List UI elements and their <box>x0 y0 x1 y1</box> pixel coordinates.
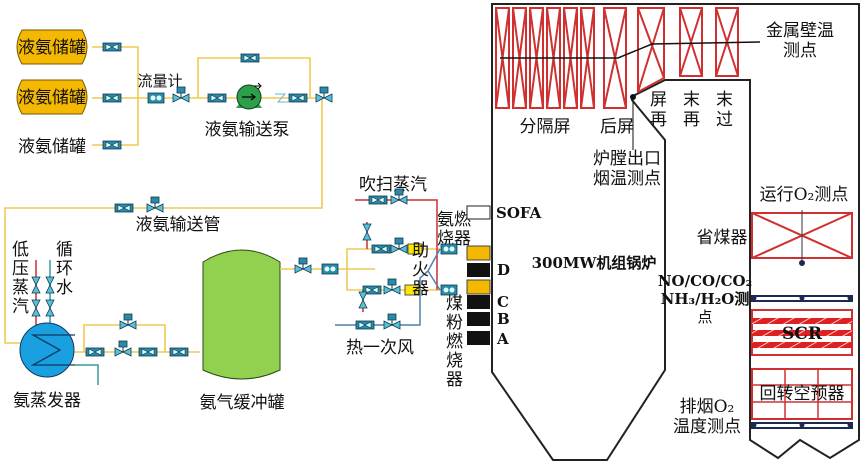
water-lines <box>49 260 99 385</box>
panel-reheater <box>637 7 665 94</box>
final-reheater <box>679 7 703 77</box>
control-valve-icon[interactable] <box>114 340 132 357</box>
final-reheater-label: 末再 <box>683 90 700 130</box>
purge-steam-label: 吹扫蒸汽 <box>359 175 427 195</box>
o2-point-label: 运行O₂测点 <box>760 185 849 205</box>
control-valve-icon[interactable] <box>146 196 164 213</box>
exhaust-label-1: 排烟O₂ <box>680 397 735 417</box>
buffer-tank[interactable] <box>202 249 281 380</box>
control-valve-icon[interactable] <box>390 237 408 254</box>
coal-burner-label: 煤粉燃烧器 <box>446 294 463 390</box>
valve-icon[interactable] <box>85 347 105 357</box>
metal-temp-label: 金属壁温测点 <box>766 21 834 61</box>
ammonia-tank-1[interactable]: 液氨储罐 <box>16 29 88 65</box>
level-d: D <box>497 261 510 279</box>
gas-point-label-1: NO/CO/CO₂ <box>658 272 752 290</box>
control-valve-icon[interactable] <box>315 86 333 103</box>
valve-icon[interactable] <box>31 299 41 317</box>
measure-grid-top <box>751 295 853 302</box>
division-panel-label: 分隔屏 <box>520 117 571 137</box>
primary-air-label: 热一次风 <box>346 338 414 358</box>
control-valve-icon[interactable] <box>119 313 137 330</box>
measure-point-icon <box>799 260 805 266</box>
valve-icon[interactable] <box>368 195 388 205</box>
measure-grid-bottom <box>751 422 853 429</box>
sofa-port <box>466 205 491 220</box>
valve-icon[interactable] <box>371 244 391 254</box>
valve-icon[interactable] <box>240 53 260 63</box>
ammonia-tank-2[interactable]: 液氨储罐 <box>16 79 88 115</box>
rear-panel-label: 后屏 <box>600 117 634 137</box>
steam-label: 低压蒸汽 <box>12 240 29 317</box>
valve-icon[interactable] <box>102 93 122 103</box>
coal-burner-a <box>467 331 490 345</box>
ammonia-tank-3-label: 液氨储罐 <box>18 137 86 157</box>
valve-icon[interactable] <box>288 93 308 103</box>
level-a: A <box>496 330 509 348</box>
coal-burner-b <box>467 312 490 326</box>
valve-icon[interactable] <box>114 203 134 213</box>
control-valve-icon[interactable] <box>383 278 401 295</box>
scr-label: SCR <box>782 324 823 344</box>
level-sofa: SOFA <box>496 204 542 222</box>
valve-icon[interactable] <box>45 299 55 317</box>
flowmeter-icon <box>147 92 165 104</box>
boiler-walls <box>491 3 860 461</box>
valve-icon[interactable] <box>31 276 41 294</box>
buffer-tank-label: 氨气缓冲罐 <box>200 393 285 413</box>
valve-icon[interactable] <box>102 42 122 52</box>
economizer-label: 省煤器 <box>697 228 748 248</box>
evaporator-label: 氨蒸发器 <box>13 391 81 411</box>
pump-label: 液氨输送泵 <box>205 120 290 140</box>
level-b: B <box>497 310 510 328</box>
igniter-icon <box>404 284 420 296</box>
valve-icon[interactable] <box>45 276 55 294</box>
ammonia-burner-port <box>466 245 491 261</box>
tank-label: 液氨储罐 <box>18 38 86 58</box>
exhaust-label-2: 温度测点 <box>673 417 741 437</box>
evaporator-icon[interactable] <box>19 322 75 378</box>
pump-icon[interactable] <box>236 82 262 110</box>
ammonia-burner-label: 氨燃烧器 <box>437 210 471 249</box>
valve-icon[interactable] <box>102 140 122 150</box>
valve-icon[interactable] <box>358 291 368 309</box>
level-c: C <box>497 293 509 311</box>
coal-burner-c <box>467 295 490 309</box>
coal-burner-d <box>467 263 490 277</box>
air-preheater <box>751 368 853 420</box>
control-valve-icon[interactable] <box>294 257 312 274</box>
flowmeter-icon <box>321 263 339 275</box>
tank-label: 液氨储罐 <box>18 88 86 108</box>
valve-icon[interactable] <box>362 223 372 241</box>
furnace-exit-label: 炉膛出口烟温测点 <box>593 149 661 189</box>
pipe-label: 液氨输送管 <box>136 215 221 235</box>
flowmeter-label: 流量计 <box>137 72 182 90</box>
metal-temp-line <box>500 41 761 59</box>
air-preheater-label: 回转空预器 <box>760 384 845 404</box>
valve-icon[interactable] <box>207 93 227 103</box>
valve-icon[interactable] <box>138 347 158 357</box>
gas-point-label-3: 点 <box>697 308 712 326</box>
flowmeter-icon <box>440 243 458 255</box>
valve-icon[interactable] <box>355 320 375 330</box>
igniter-icon <box>407 243 423 255</box>
gas-point-label-2: NH₃/H₂O测 <box>661 290 750 308</box>
scr-reactor <box>751 309 853 356</box>
control-valve-icon[interactable] <box>383 313 401 330</box>
ammonia-burner-port <box>466 279 491 295</box>
panel-reheater-label: 屏再 <box>650 90 667 130</box>
valve-icon[interactable] <box>169 347 189 357</box>
water-label: 循环水 <box>56 240 73 298</box>
boiler-label: 300MW机组锅炉 <box>532 254 657 272</box>
check-valve-icon <box>275 93 288 103</box>
igniter-label: 助火器 <box>412 241 429 299</box>
final-superheater-label: 末过 <box>716 90 733 130</box>
